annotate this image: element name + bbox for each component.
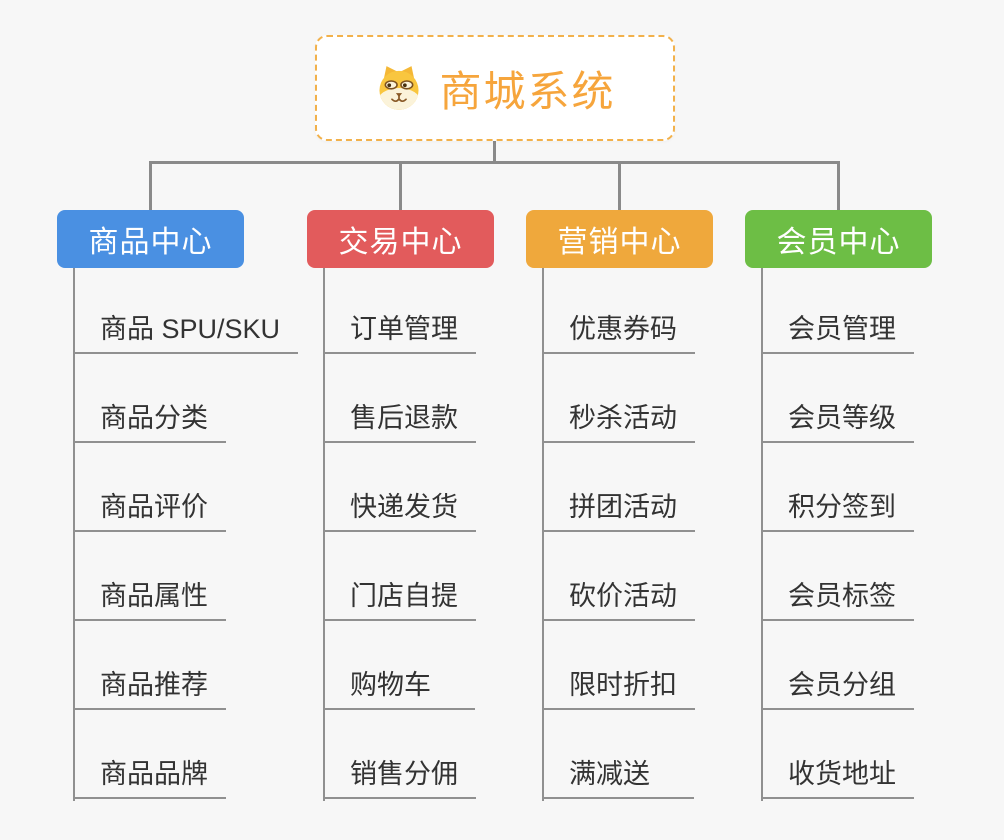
- connector-drop-members: [837, 161, 840, 211]
- leaf-node[interactable]: 会员管理: [761, 314, 914, 354]
- leaf-node[interactable]: 购物车: [323, 670, 475, 710]
- connector-drop-trade: [399, 161, 402, 211]
- leaf-node[interactable]: 门店自提: [323, 581, 476, 621]
- root-node-mall-system[interactable]: 商城系统: [315, 35, 675, 141]
- leaf-node[interactable]: 商品推荐: [73, 670, 226, 710]
- branch-node-marketing-center[interactable]: 营销中心: [526, 210, 713, 268]
- leaf-node[interactable]: 会员等级: [761, 403, 914, 443]
- leaf-node[interactable]: 快递发货: [323, 492, 476, 532]
- leaf-node[interactable]: 优惠券码: [542, 314, 695, 354]
- branch-line-member-center: [761, 268, 763, 801]
- leaf-node[interactable]: 销售分佣: [323, 759, 476, 799]
- leaf-node[interactable]: 积分签到: [761, 492, 914, 532]
- leaf-node[interactable]: 砍价活动: [542, 581, 695, 621]
- connector-drop-products: [149, 161, 152, 211]
- branch-line-product-center: [73, 268, 75, 801]
- branch-line-trade-center: [323, 268, 325, 801]
- leaf-node[interactable]: 会员分组: [761, 670, 914, 710]
- leaf-node[interactable]: 商品 SPU/SKU: [73, 314, 299, 354]
- leaf-node[interactable]: 会员标签: [761, 581, 914, 621]
- dog-face-icon: [379, 66, 420, 110]
- connector-root-stub: [493, 141, 496, 164]
- branch-node-member-center[interactable]: 会员中心: [745, 210, 932, 268]
- leaf-node[interactable]: 拼团活动: [542, 492, 695, 532]
- branch-line-marketing-center: [542, 268, 544, 801]
- leaf-node[interactable]: 收货地址: [761, 759, 914, 799]
- leaf-node[interactable]: 订单管理: [323, 314, 476, 354]
- connector-drop-marketing: [618, 161, 621, 211]
- branch-node-trade-center[interactable]: 交易中心: [307, 210, 494, 268]
- leaf-node[interactable]: 商品属性: [73, 581, 226, 621]
- leaf-node[interactable]: 商品评价: [73, 492, 226, 532]
- leaf-node[interactable]: 商品品牌: [73, 759, 226, 799]
- branch-node-product-center[interactable]: 商品中心: [57, 210, 244, 268]
- leaf-node[interactable]: 商品分类: [73, 403, 226, 443]
- leaf-node[interactable]: 满减送: [542, 759, 694, 799]
- leaf-node[interactable]: 限时折扣: [542, 670, 695, 710]
- leaf-node[interactable]: 售后退款: [323, 403, 476, 443]
- leaf-node[interactable]: 秒杀活动: [542, 403, 695, 443]
- connector-horizontal-trunk: [149, 161, 840, 164]
- root-node-title: 商城系统: [439, 67, 616, 115]
